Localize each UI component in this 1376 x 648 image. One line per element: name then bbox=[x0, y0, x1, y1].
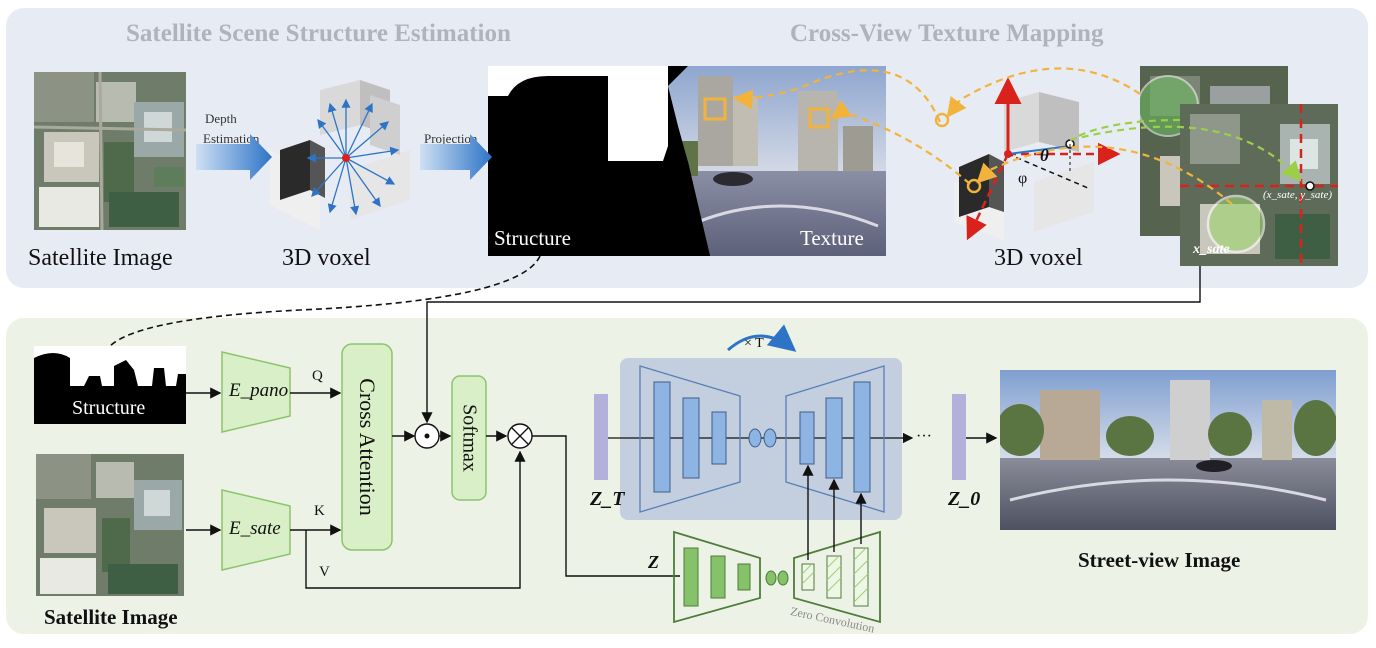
satellite-image-bottom bbox=[36, 454, 184, 596]
title-scene-structure: Satellite Scene Structure Estimation bbox=[126, 20, 511, 47]
v-label: V bbox=[319, 564, 330, 580]
depth-label-2: Estimation bbox=[203, 131, 260, 146]
voxel-caption-right: 3D voxel bbox=[994, 245, 1083, 271]
e-pano-label: E_pano bbox=[229, 380, 289, 401]
satellite-image-top bbox=[34, 72, 186, 230]
k-label: K bbox=[314, 503, 325, 519]
theta-label: θ bbox=[1040, 146, 1049, 165]
softmax-label: Softmax bbox=[458, 404, 481, 472]
z-label: Z bbox=[648, 552, 659, 572]
ellipsis-label: ··· bbox=[916, 428, 932, 445]
q-label: Q bbox=[312, 368, 323, 384]
z-0-bar bbox=[952, 394, 966, 480]
voxel-caption-left: 3D voxel bbox=[282, 245, 371, 271]
satellite-caption-top: Satellite Image bbox=[28, 245, 173, 271]
times-t-label: × T bbox=[744, 336, 764, 351]
phi-label: φ bbox=[1018, 170, 1028, 187]
depth-label-1: Depth bbox=[205, 111, 237, 126]
x-sate-label: x_sate bbox=[1193, 242, 1230, 257]
projection-arrow bbox=[420, 134, 492, 180]
projection-label: Projection bbox=[424, 131, 478, 146]
z-0-label: Z_0 bbox=[948, 488, 981, 510]
street-view-image bbox=[1000, 370, 1336, 530]
e-sate-encoder bbox=[221, 489, 291, 571]
z-t-label: Z_T bbox=[590, 488, 625, 510]
softmax-box bbox=[451, 375, 487, 501]
satellite-caption-bottom: Satellite Image bbox=[44, 605, 178, 629]
structure-label-bottom: Structure bbox=[72, 397, 146, 419]
cross-attention-box bbox=[341, 343, 393, 551]
structure-label-top: Structure bbox=[494, 226, 571, 250]
coord-label: (x_sate, y_sate) bbox=[1263, 189, 1333, 201]
e-pano-encoder bbox=[221, 351, 291, 433]
depth-arrow bbox=[196, 134, 272, 180]
texture-label-top: Texture bbox=[800, 226, 864, 250]
cross-attention-label: Cross Attention bbox=[355, 378, 380, 516]
e-sate-label: E_sate bbox=[229, 518, 281, 539]
title-texture-mapping: Cross-View Texture Mapping bbox=[790, 20, 1104, 47]
structure-image-bottom bbox=[34, 346, 186, 424]
structure-texture-panorama bbox=[488, 66, 886, 256]
voxel-left bbox=[260, 80, 420, 232]
z-t-bar bbox=[594, 394, 608, 480]
street-view-caption: Street-view Image bbox=[1078, 548, 1241, 572]
ray-lines bbox=[306, 98, 400, 216]
